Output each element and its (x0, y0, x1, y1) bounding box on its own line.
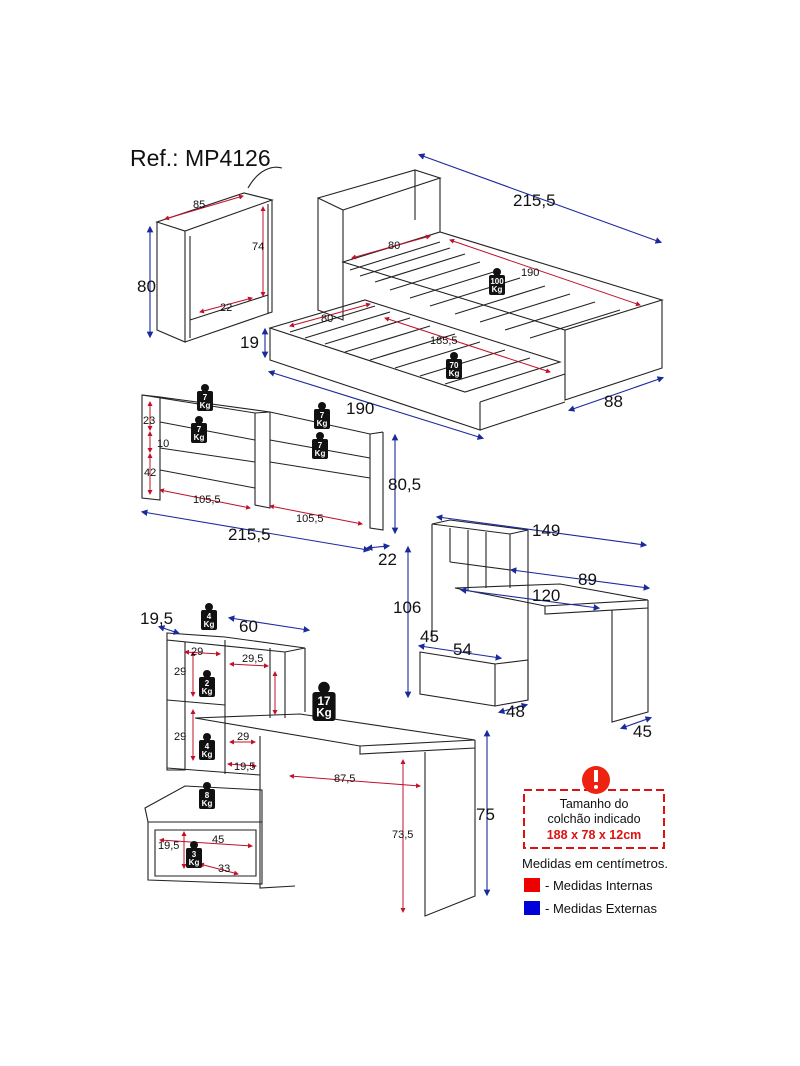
svg-text:4: 4 (207, 612, 212, 621)
svg-text:Kg: Kg (202, 750, 213, 759)
weight-icon: 70 Kg (446, 352, 462, 379)
shelf-width: 215,5 (228, 525, 271, 544)
desk-depth: 45 (633, 722, 652, 741)
svg-text:Kg: Kg (202, 687, 213, 696)
desk-height: 106 (393, 598, 421, 617)
shelf-right-width: 105,5 (296, 513, 324, 525)
bed-length: 215,5 (513, 191, 556, 210)
cubby-width: 29 (191, 646, 203, 658)
weight-icon: 8 Kg (199, 782, 215, 809)
shelf-left-width: 105,5 (193, 494, 221, 506)
weight-icon: 7 Kg (191, 416, 207, 443)
lower-cubby-depth: 19,5 (234, 761, 255, 773)
svg-text:Kg: Kg (492, 285, 503, 294)
legend-internal: - Medidas Internas (545, 878, 653, 893)
svg-text:4: 4 (205, 742, 210, 751)
svg-text:Kg: Kg (202, 799, 213, 808)
weight-icon: 17 Kg (312, 681, 336, 721)
reference-title: Ref.: MP4126 (130, 145, 271, 171)
cabinet-depth: 48 (506, 702, 525, 721)
cubby-height-b: 29 (174, 731, 186, 743)
weight-icon: 7 Kg (197, 384, 213, 411)
nightstand-width: 85 (193, 199, 205, 211)
nightstand-height: 80 (137, 277, 156, 296)
notice-line1: Tamanho do (560, 797, 629, 811)
notice-line2: colchão indicado (547, 812, 640, 826)
desk-width: 149 (532, 521, 560, 540)
desk-left-drawing (144, 615, 491, 917)
top-cubby-width: 29,5 (242, 653, 263, 665)
svg-text:Kg: Kg (194, 433, 205, 442)
ref-pointer (247, 166, 283, 189)
desk-top-width: 89 (578, 570, 597, 589)
trundle-height: 19 (240, 333, 259, 352)
mattress-width: 80 (388, 240, 400, 252)
nightstand-drawing (146, 192, 274, 343)
svg-text:Kg: Kg (449, 369, 460, 378)
bed-trundle-length: 190 (346, 399, 374, 418)
mattress-length: 190 (521, 267, 539, 279)
drawer-depth: 45 (420, 627, 439, 646)
desk-height: 75 (476, 805, 495, 824)
svg-text:Kg: Kg (317, 419, 328, 428)
svg-text:Kg: Kg (316, 707, 331, 720)
drawer-width: 45 (212, 834, 224, 846)
weight-icon: 100 Kg (489, 268, 505, 295)
svg-text:Kg: Kg (204, 620, 215, 629)
desk-surface-width: 120 (532, 586, 560, 605)
svg-text:3: 3 (192, 850, 197, 859)
svg-text:2: 2 (205, 679, 210, 688)
mattress-notice: Tamanho do colchão indicado 188 x 78 x 1… (523, 766, 665, 849)
weight-icon: 4 Kg (201, 603, 217, 630)
shelf-depth: 22 (378, 550, 397, 569)
hutch-depth: 19,5 (140, 609, 173, 628)
svg-text:8: 8 (205, 791, 210, 800)
weight-icon: 2 Kg (199, 670, 215, 697)
warning-icon (594, 770, 598, 782)
notice-size: 188 x 78 x 12cm (547, 828, 642, 842)
legend-external-swatch (524, 901, 540, 915)
desk-length: 87,5 (334, 773, 355, 785)
desk-right-drawing (404, 514, 653, 730)
bed-width: 88 (604, 392, 623, 411)
weight-icon: 7 Kg (312, 432, 328, 459)
weight-icon: 7 Kg (314, 402, 330, 429)
weight-icon: 3 Kg (186, 841, 202, 868)
legend-external: - Medidas Externas (545, 901, 657, 916)
svg-text:70: 70 (450, 361, 459, 370)
nightstand-inner-depth: 22 (220, 302, 232, 314)
lower-cubby-width: 29 (237, 731, 249, 743)
shelf-top-height: 23 (143, 415, 155, 427)
svg-text:7: 7 (197, 425, 202, 434)
desk-inner-height: 73,5 (392, 829, 413, 841)
trundle-width: 80 (321, 313, 333, 325)
svg-text:100: 100 (490, 277, 504, 286)
svg-text:Kg: Kg (315, 449, 326, 458)
shelf-mid-height: 10 (157, 438, 169, 450)
svg-text:7: 7 (203, 393, 208, 402)
legend-internal-swatch (524, 878, 540, 892)
svg-text:7: 7 (320, 411, 325, 420)
weight-icon: 4 Kg (199, 733, 215, 760)
drawer-depth: 33 (218, 863, 230, 875)
svg-text:Kg: Kg (189, 858, 200, 867)
svg-text:7: 7 (318, 441, 323, 450)
trundle-mattress-length: 185,5 (430, 335, 458, 347)
svg-text:17: 17 (318, 695, 331, 708)
drawer-width: 54 (453, 640, 472, 659)
cubby-height-a: 29 (174, 666, 186, 678)
svg-text:Kg: Kg (200, 401, 211, 410)
shelf-bottom-height: 42 (144, 467, 156, 479)
nightstand-inner-height: 74 (252, 241, 264, 253)
hutch-width: 60 (239, 617, 258, 636)
shelf-height: 80,5 (388, 475, 421, 494)
bed-drawing (261, 153, 665, 440)
legend-title: Medidas em centímetros. (522, 856, 668, 871)
drawer-height: 19,5 (158, 840, 179, 852)
